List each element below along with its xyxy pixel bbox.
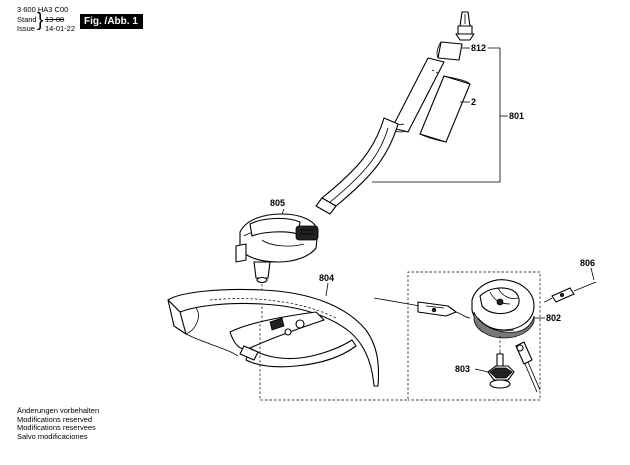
wire-lower-right [515, 341, 541, 393]
note-line: Änderungen vorbehalten [17, 406, 100, 415]
wire-part-806 [543, 281, 597, 303]
stand-label: Stand [17, 15, 37, 24]
leader-lines [281, 47, 595, 373]
stand-date: 13-08 [45, 15, 65, 24]
shaft-upper-tube [391, 57, 445, 133]
part-label-2: 2 [471, 97, 476, 107]
assembly-outline [259, 271, 541, 401]
guard-part-804 [167, 288, 380, 387]
part-label-804: 804 [319, 273, 334, 283]
part-label-801: 801 [509, 111, 524, 121]
document-code: 3 600 HA3 C00 [17, 5, 69, 14]
issue-date: 14-01-22 [45, 24, 76, 33]
shaft-top-connector [455, 11, 475, 41]
part-label-806: 806 [580, 258, 595, 268]
note-line: Salvo modificaciones [17, 431, 88, 441]
collar-part-812 [436, 41, 463, 61]
note-line: Modifications reservees [17, 423, 96, 433]
note-line: Modifications reserved [17, 414, 93, 424]
blade-wire-left [373, 297, 471, 319]
shaft-assembly [315, 11, 475, 215]
part-label-802: 802 [546, 313, 561, 323]
nut-part-803 [487, 352, 515, 389]
brace-glyph: } [37, 10, 44, 31]
modification-notes: Änderungen vorbehalten Modifications res… [17, 406, 100, 441]
part-label-812: 812 [471, 43, 486, 53]
sleeve-part-2 [419, 75, 471, 143]
part-label-803: 803 [455, 364, 470, 374]
figure-badge: Fig. /Abb. 1 [80, 14, 143, 29]
spool-head-part-802 [471, 279, 535, 339]
issue-label: Issue [17, 24, 35, 33]
motor-housing-part-805 [235, 213, 319, 284]
part-label-805: 805 [270, 198, 285, 208]
shaft-lower-curved [321, 117, 399, 207]
